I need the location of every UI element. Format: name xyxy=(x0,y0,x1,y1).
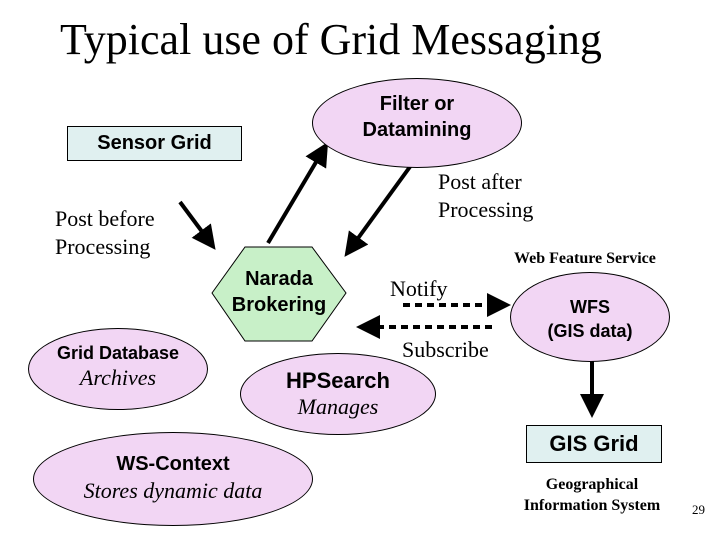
wfs-line2: (GIS data) xyxy=(547,321,633,341)
grid-database-oval: Grid Database Archives xyxy=(28,328,208,410)
notify-label: Notify xyxy=(390,276,448,301)
wfs-line1: WFS xyxy=(570,297,610,317)
post-after-line1: Post after xyxy=(438,169,522,194)
slide-title: Typical use of Grid Messaging xyxy=(60,15,602,64)
narada-hexagon xyxy=(211,246,347,342)
post-after-arrow xyxy=(344,151,422,257)
subscribe-label: Subscribe xyxy=(402,337,489,362)
ws-context-subtitle: Stores dynamic data xyxy=(83,478,263,503)
web-feature-service-label: Web Feature Service xyxy=(514,250,656,267)
narada-brokering-label: Narada Brokering xyxy=(212,266,346,318)
filter-label-line2: Datamining xyxy=(362,119,472,141)
hpsearch-title: HPSearch xyxy=(286,368,390,393)
hpsearch-subtitle: Manages xyxy=(297,394,379,419)
grid-database-title: Grid Database xyxy=(56,343,180,363)
wfs-oval: WFS (GIS data) xyxy=(510,272,670,362)
post-after-line2: Processing xyxy=(438,197,534,222)
filter-label-line1: Filter or xyxy=(379,93,455,115)
post-before-line1: Post before xyxy=(55,206,155,231)
post-before-label: Post before Processing xyxy=(55,205,155,261)
gis-grid-box: GIS Grid xyxy=(526,425,662,463)
ws-context-title: WS-Context xyxy=(116,453,230,475)
sensor-grid-label: Sensor Grid xyxy=(97,132,212,154)
gis-caption: Geographical Information System xyxy=(500,474,684,516)
post-before-arrow xyxy=(178,200,216,250)
post-after-label: Post after Processing xyxy=(438,168,533,224)
ws-context-oval: WS-Context Stores dynamic data xyxy=(33,432,313,526)
sensor-grid-box: Sensor Grid xyxy=(67,126,242,161)
narada-line2: Brokering xyxy=(231,294,327,316)
gis-caption-line1: Geographical xyxy=(545,476,639,493)
page-number: 29 xyxy=(692,502,705,517)
gis-caption-line2: Information System xyxy=(523,497,661,514)
narada-to-filter-arrow xyxy=(266,141,329,245)
filter-datamining-oval: Filter or Datamining xyxy=(312,78,522,168)
post-before-line2: Processing xyxy=(55,234,151,259)
narada-line1: Narada xyxy=(245,268,313,290)
grid-database-subtitle: Archives xyxy=(79,365,157,390)
hpsearch-oval: HPSearch Manages xyxy=(240,353,436,435)
gis-grid-label: GIS Grid xyxy=(549,431,639,456)
